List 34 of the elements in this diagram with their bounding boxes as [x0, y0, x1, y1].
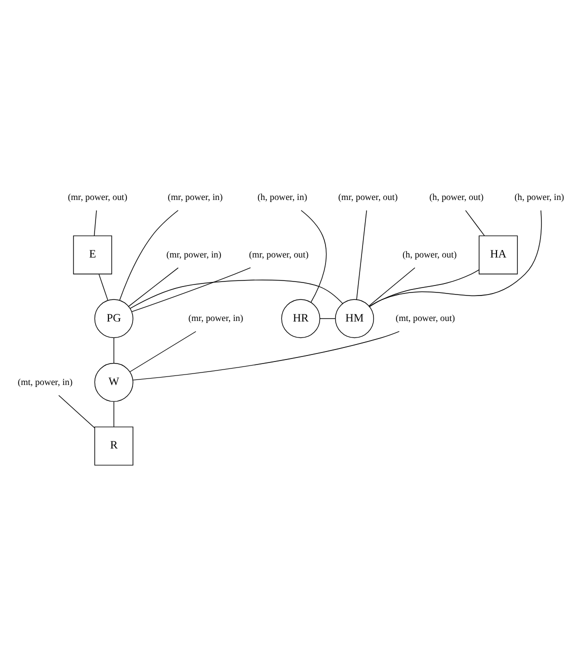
connector	[119, 210, 178, 300]
connector	[356, 210, 367, 300]
connector	[131, 266, 251, 312]
node-text: (h, power, out)	[402, 248, 457, 259]
node-box: E	[73, 234, 112, 274]
node-text: (h, power, in)	[514, 191, 564, 202]
node-text: (mr, power, out)	[68, 191, 128, 202]
connector	[369, 269, 480, 307]
node-text: (h, power, in)	[258, 191, 308, 202]
connector	[130, 279, 344, 308]
node-text: (h, power, out)	[429, 191, 484, 202]
connector	[130, 330, 196, 372]
node-circle: HR	[281, 298, 320, 338]
node-box: R	[94, 426, 134, 466]
node-box: HA	[478, 234, 518, 274]
node-circle: W	[94, 362, 134, 402]
connector	[132, 330, 400, 380]
connector	[300, 210, 327, 302]
node-circle: HM	[335, 298, 374, 338]
node-text: (mr, power, out)	[338, 191, 398, 202]
node-text: (mt, power, out)	[396, 312, 455, 323]
node-text: (mr, power, in)	[166, 248, 222, 259]
connector	[465, 210, 485, 236]
connector	[368, 266, 416, 306]
node-text: (mt, power, in)	[18, 376, 73, 386]
node-text: (mr, power, in)	[168, 191, 223, 202]
connector	[94, 210, 97, 236]
node-text: (mr, power, in)	[188, 312, 244, 323]
node-circle: PG	[94, 298, 134, 338]
node-text: (mr, power, out)	[249, 248, 309, 259]
connector	[98, 273, 108, 300]
connector	[128, 266, 179, 306]
connector	[58, 394, 95, 428]
connector	[369, 210, 542, 306]
